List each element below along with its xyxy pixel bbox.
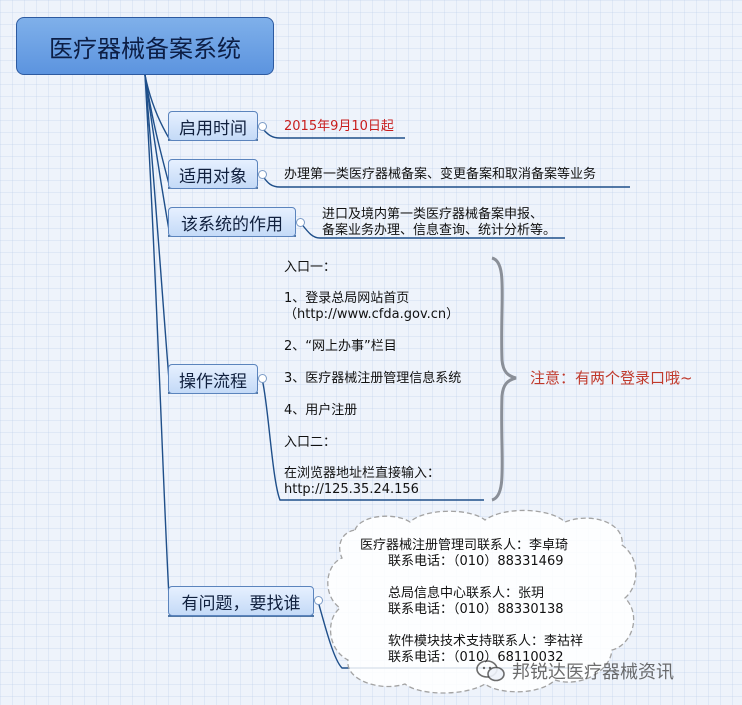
collapse-toggle-icon[interactable] bbox=[258, 170, 267, 179]
contact-2-phone: 联系电话：（010）88330138 bbox=[388, 602, 564, 617]
root-node[interactable]: 医疗器械备案系统 bbox=[16, 17, 274, 75]
contact-3-name: 软件模块技术支持联系人：李祜祥 bbox=[388, 634, 584, 649]
contact-2-name: 总局信息中心联系人：张玥 bbox=[388, 586, 545, 601]
branch-contacts[interactable]: 有问题，要找谁 bbox=[168, 586, 314, 616]
branch-label: 该系统的作用 bbox=[181, 214, 283, 235]
branch-label: 操作流程 bbox=[179, 371, 247, 392]
step-1: 1、登录总局网站首页 bbox=[284, 291, 410, 306]
start-time-detail: 2015年9月10日起 bbox=[284, 119, 394, 134]
branch-label: 启用时间 bbox=[179, 118, 247, 139]
branch-start-time[interactable]: 启用时间 bbox=[168, 111, 258, 141]
branch-label: 适用对象 bbox=[179, 166, 247, 187]
step-entry-one: 入口一： bbox=[284, 260, 337, 275]
branch-label: 有问题，要找谁 bbox=[181, 593, 301, 614]
step-direct-input: 在浏览器地址栏直接输入： bbox=[284, 466, 441, 481]
step-1-url: （http://www.cfda.gov.cn） bbox=[284, 307, 460, 322]
contact-1-phone: 联系电话：（010）88331469 bbox=[388, 554, 564, 569]
system-function-line-2: 备案业务办理、信息查询、统计分析等。 bbox=[322, 223, 557, 238]
step-2: 2、“网上办事”栏目 bbox=[284, 339, 397, 354]
watermark: 邦锐达医疗器械资讯 bbox=[476, 658, 674, 684]
login-note: 注意：有两个登录口哦~ bbox=[530, 369, 693, 387]
step-3: 3、医疗器械注册管理信息系统 bbox=[284, 371, 462, 386]
contact-1-name: 医疗器械注册管理司联系人：李卓琦 bbox=[360, 538, 569, 553]
wechat-icon bbox=[476, 660, 505, 682]
watermark-text: 邦锐达医疗器械资讯 bbox=[512, 662, 674, 683]
collapse-toggle-icon[interactable] bbox=[258, 122, 267, 131]
steps-brace bbox=[491, 256, 517, 502]
system-function-line-1: 进口及境内第一类医疗器械备案申报、 bbox=[322, 207, 544, 222]
collapse-toggle-icon[interactable] bbox=[314, 596, 323, 605]
collapse-toggle-icon[interactable] bbox=[258, 374, 267, 383]
step-entry-two: 入口二： bbox=[284, 435, 337, 450]
branch-system-function[interactable]: 该系统的作用 bbox=[168, 207, 296, 237]
step-4: 4、用户注册 bbox=[284, 403, 358, 418]
step-ip-url: http://125.35.24.156 bbox=[284, 482, 419, 497]
branch-target-users[interactable]: 适用对象 bbox=[168, 159, 258, 189]
contact-3-phone: 联系电话：（010）68110032 bbox=[388, 650, 564, 665]
collapse-toggle-icon[interactable] bbox=[296, 218, 305, 227]
root-title: 医疗器械备案系统 bbox=[49, 34, 241, 63]
branch-operation-flow[interactable]: 操作流程 bbox=[168, 364, 258, 394]
target-users-detail: 办理第一类医疗器械备案、变更备案和取消备案等业务 bbox=[284, 167, 597, 182]
contacts-cloud bbox=[327, 509, 637, 694]
